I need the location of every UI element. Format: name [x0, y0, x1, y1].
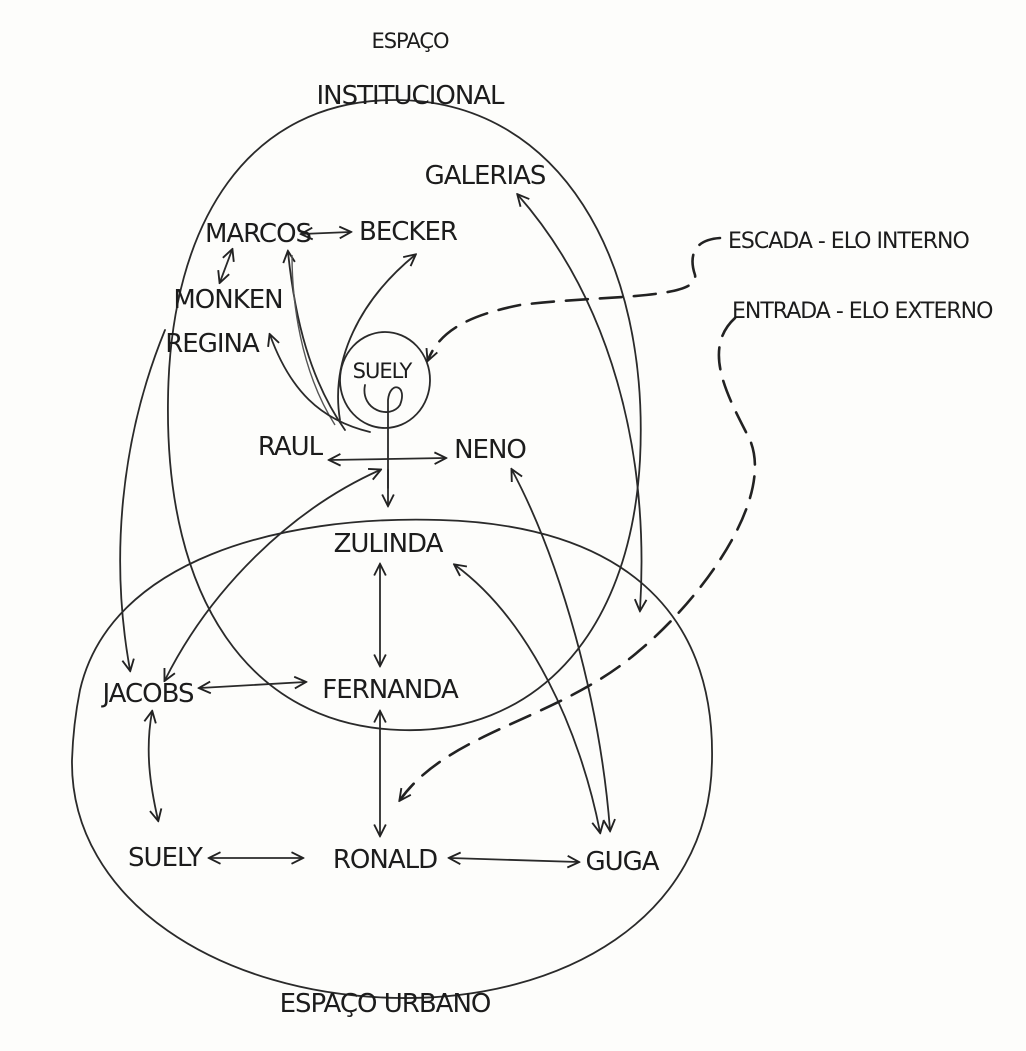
edge-galerias-outside: [518, 195, 641, 610]
edge-suely-marcos: [288, 252, 346, 431]
institutional-space-boundary: [167, 99, 642, 731]
node-suely: SUELY: [128, 843, 203, 873]
node-zulinda: ZULINDA: [334, 529, 444, 559]
institutional-space-label-line1: ESPAÇO: [371, 29, 449, 53]
edge-jacobs-fernanda: [200, 682, 305, 688]
internal-link-dashed-path: [428, 236, 722, 360]
node-guga: GUGA: [585, 847, 659, 877]
node-monken: MONKEN: [173, 285, 282, 315]
urban-space-label: ESPAÇO URBANO: [280, 989, 491, 1019]
institutional-space-label-line2: INSTITUCIONAL: [316, 81, 505, 111]
suely-center-circle: [339, 331, 431, 429]
edge-suely-marcos-2: [291, 254, 336, 426]
node-suely-center: SUELY: [353, 359, 413, 383]
note-internal-link: ESCADA - ELO INTERNO: [728, 229, 970, 254]
urban-space-boundary: [71, 518, 713, 999]
node-fernanda: FERNANDA: [322, 675, 459, 705]
edge-marcos-monken: [220, 250, 232, 282]
edge-suely-regina: [270, 335, 371, 433]
edge-jacobs-raul: [165, 470, 380, 680]
node-marcos: MARCOS: [205, 219, 312, 249]
node-becker: BECKER: [359, 217, 458, 247]
edges: [119, 195, 641, 862]
node-jacobs: JACOBS: [100, 679, 194, 709]
external-link-dashed-path: [400, 316, 757, 800]
node-raul: RAUL: [258, 432, 324, 462]
edge-neno-guga: [512, 470, 610, 830]
edge-jacobs-suely: [149, 712, 158, 820]
note-external-link: ENTRADA - ELO EXTERNO: [732, 299, 993, 324]
edge-suely-becker: [337, 255, 415, 421]
node-galerias: GALERIAS: [425, 161, 546, 191]
suely-spiral: [363, 384, 403, 489]
edge-raul-neno: [330, 458, 445, 460]
node-neno: NENO: [454, 435, 526, 465]
edge-marcos-becker: [302, 232, 350, 234]
edge-zulinda-guga: [455, 565, 600, 832]
edge-regina-jacobs: [119, 329, 166, 670]
node-ronald: RONALD: [333, 845, 437, 875]
node-regina: REGINA: [165, 329, 260, 359]
edge-ronald-guga: [450, 858, 578, 862]
